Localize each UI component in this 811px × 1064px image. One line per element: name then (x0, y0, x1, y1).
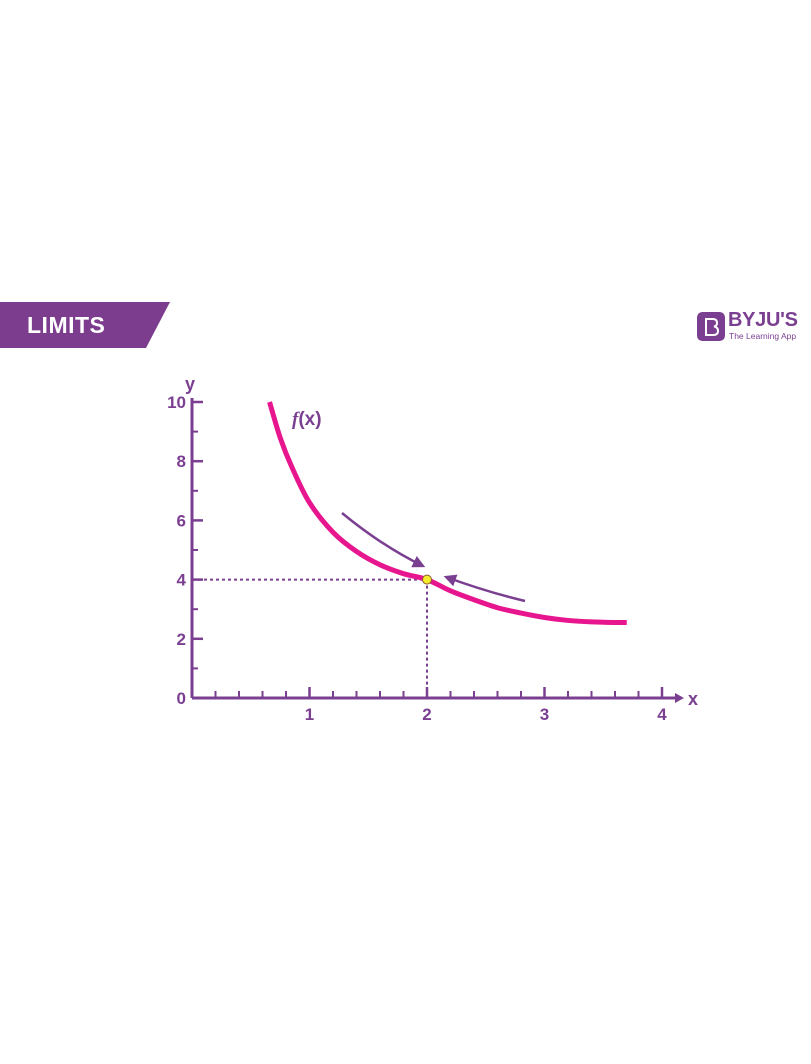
y-axis-label: y (185, 374, 195, 394)
brand-logo: BYJU'S The Learning App (697, 309, 807, 343)
x-tick-label: 3 (540, 705, 549, 724)
x-axis-label: x (688, 689, 698, 709)
series-line-fx (267, 401, 627, 626)
x-tick-label: 1 (305, 705, 314, 724)
banner-shape (0, 302, 170, 348)
y-tick-label: 8 (177, 452, 186, 471)
page-title: LIMITS (27, 312, 106, 338)
brand-tagline: The Learning App (729, 331, 797, 341)
brand-mark-icon (697, 312, 725, 341)
x-tick-label: 2 (422, 705, 431, 724)
y-tick-label: 10 (167, 393, 186, 412)
approach-arrow-right (443, 574, 526, 603)
limit-point (422, 574, 432, 585)
brand-name: BYJU'S (728, 309, 798, 331)
series-label: f(x) (292, 409, 322, 430)
x-axis-arrow (675, 693, 684, 703)
y-tick-label: 2 (177, 630, 186, 649)
x-tick-label: 4 (657, 705, 667, 724)
y-tick-label: 4 (177, 571, 187, 590)
title-banner: LIMITS (0, 302, 170, 348)
approach-arrow-left (341, 512, 426, 568)
y-tick-label: 6 (177, 511, 186, 530)
y-tick-label: 0 (177, 689, 186, 708)
